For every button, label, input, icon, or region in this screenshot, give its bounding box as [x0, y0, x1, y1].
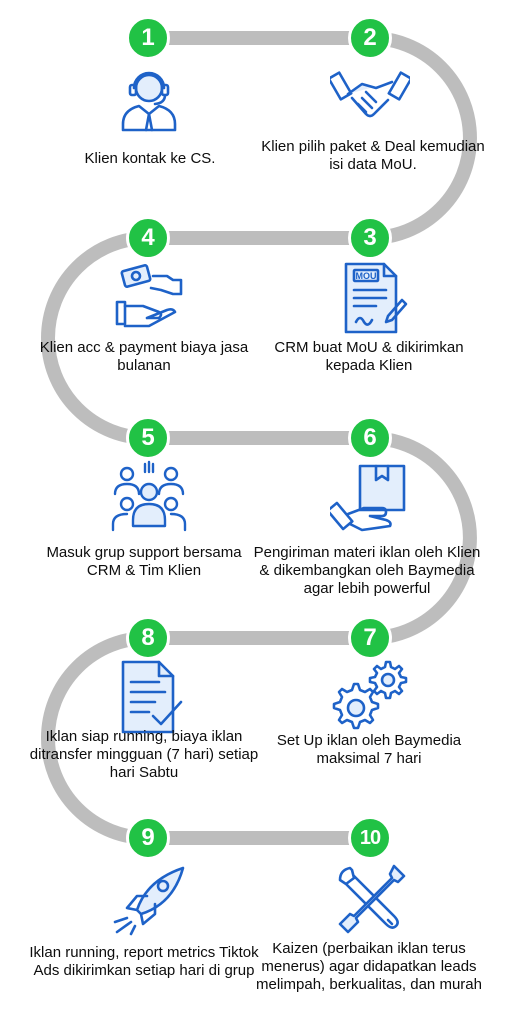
team-group-icon [109, 458, 189, 538]
step-9-text: Iklan running, report metrics Tiktok Ads… [29, 944, 259, 979]
step-2-text: Klien pilih paket & Deal kemudian isi da… [261, 138, 485, 173]
rocket-icon [109, 860, 189, 940]
step-6-number-badge: 6 [348, 416, 392, 460]
step-5-number-badge: 5 [126, 416, 170, 460]
step-1-number-badge: 1 [126, 16, 170, 60]
step-7-text: Set Up iklan oleh Baymedia maksimal 7 ha… [276, 732, 462, 767]
step-9-number-badge: 9 [126, 816, 170, 860]
mou-icon-label: MOU [356, 271, 377, 281]
headset-agent-icon [109, 58, 189, 138]
delivery-box-icon [330, 458, 410, 538]
step-6-text: Pengiriman materi iklan oleh Klien & dik… [253, 544, 481, 597]
mou-document-icon: MOU [330, 258, 410, 338]
payment-hands-icon [109, 258, 189, 338]
step-3-text: CRM buat MoU & dikirimkan kepada Klien [274, 339, 464, 374]
step-10-number-badge: 10 [348, 816, 392, 860]
step-10-text: Kaizen (perbaikan iklan terus menerus) a… [256, 940, 482, 993]
step-8-number-badge: 8 [126, 616, 170, 660]
step-7-number-badge: 7 [348, 616, 392, 660]
gears-icon [330, 658, 410, 738]
tools-icon [330, 860, 410, 940]
handshake-icon [330, 58, 410, 138]
step-3-number-badge: 3 [348, 216, 392, 260]
step-4-text: Klien acc & payment biaya jasa bulanan [39, 339, 249, 374]
step-2-number-badge: 2 [348, 16, 392, 60]
step-8-text: Iklan siap running, biaya iklan ditransf… [29, 728, 259, 781]
step-4-number-badge: 4 [126, 216, 170, 260]
step-5-text: Masuk grup support bersama CRM & Tim Kli… [46, 544, 242, 579]
step-1-text: Klien kontak ke CS. [84, 150, 216, 167]
checklist-document-icon [109, 658, 189, 738]
